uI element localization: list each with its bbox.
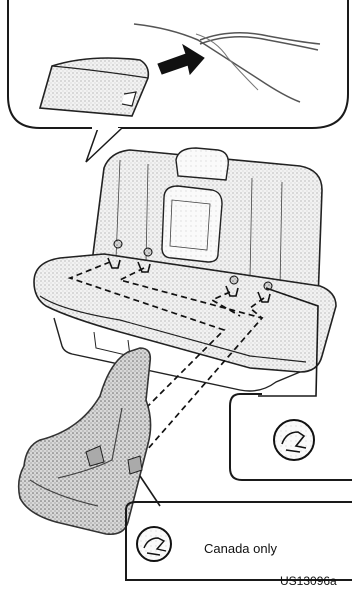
canada-only-label: Canada only (204, 541, 277, 556)
top-detail-callout (8, 0, 348, 162)
anchor-symbol-icon-small (137, 527, 171, 561)
rear-bench-seat (34, 148, 336, 391)
figure-code: US13096a (280, 574, 337, 588)
anchor-symbol-icon (274, 420, 314, 460)
canada-only-callout (126, 476, 352, 580)
child-safety-seat (19, 348, 151, 534)
